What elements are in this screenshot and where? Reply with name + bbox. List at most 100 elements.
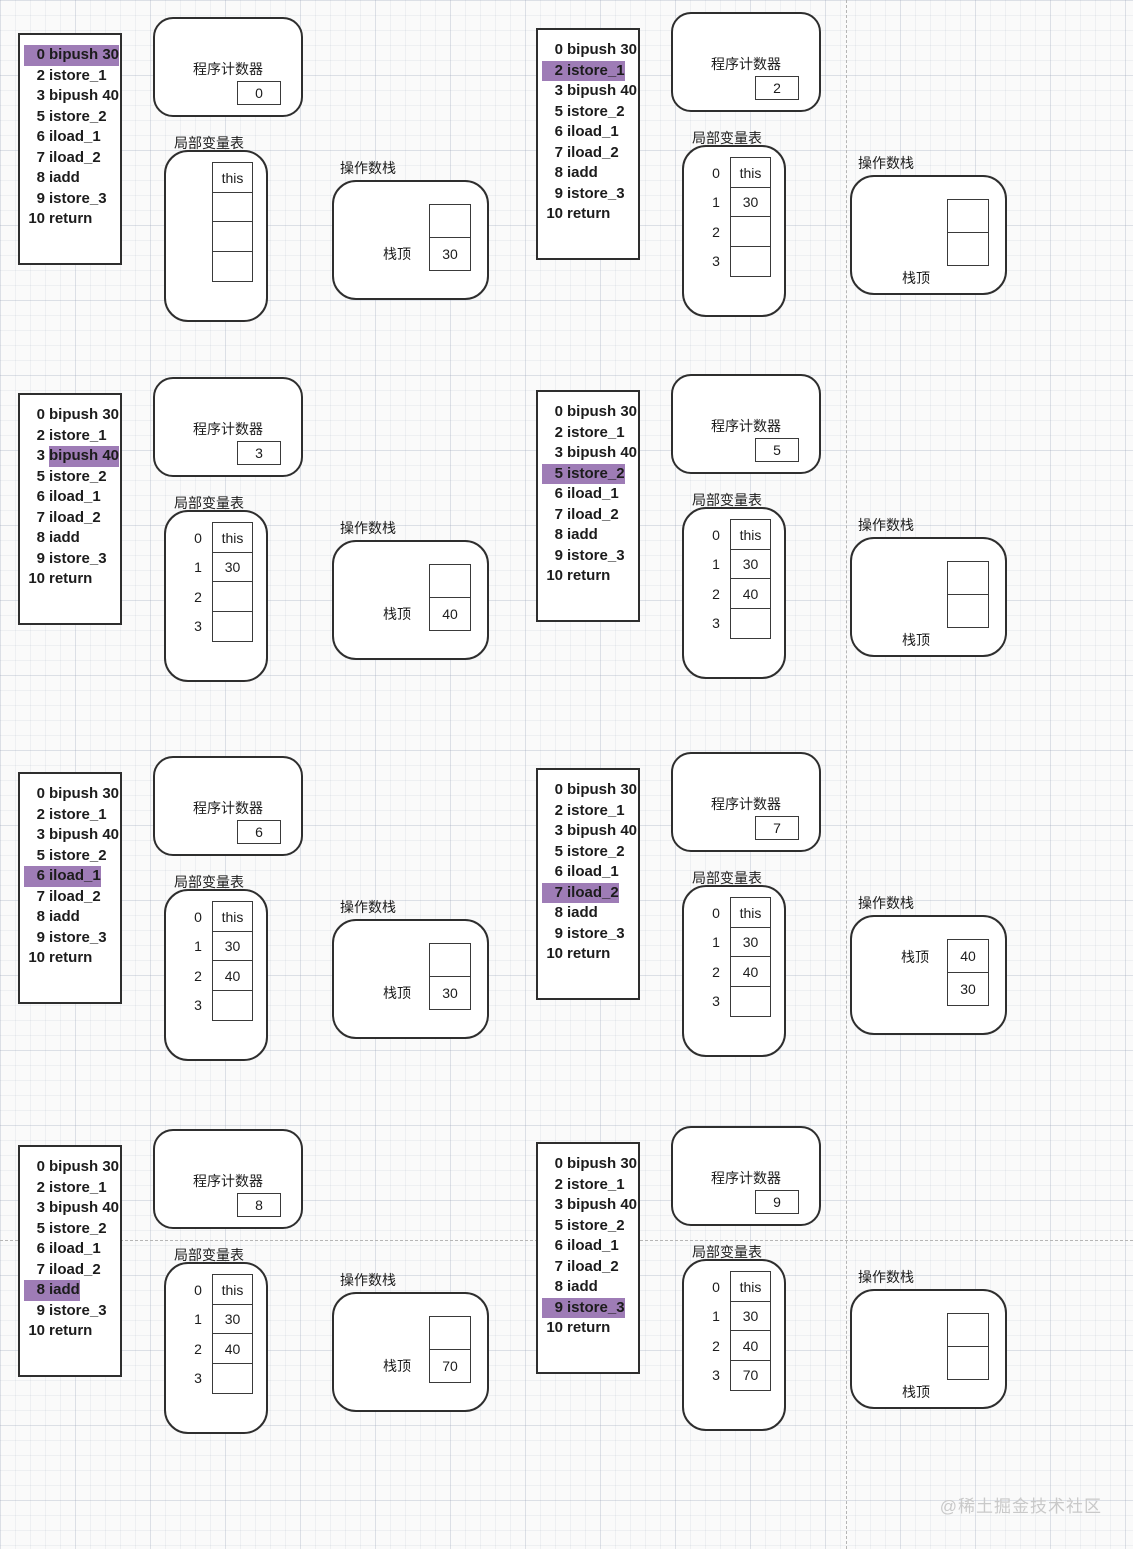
- bytecode-instruction: iload_1: [567, 863, 619, 880]
- bytecode-offset: 9: [36, 549, 45, 567]
- bytecode-offset: 2: [36, 426, 45, 444]
- bytecode-instruction: iload_2: [567, 143, 619, 161]
- stack-cell-bottom: [947, 231, 989, 266]
- lv-slot-value: this: [212, 901, 253, 932]
- operand-stack-label: 操作数栈: [340, 1272, 396, 1288]
- lv-slot-index: 1: [194, 1311, 202, 1327]
- stack-cell-top: [429, 204, 471, 238]
- bytecode-instruction: bipush 40: [567, 1196, 638, 1213]
- lv-slot-index: 0: [194, 908, 202, 925]
- program-counter-value: 5: [755, 438, 799, 462]
- bytecode-instruction: istore_1: [567, 801, 625, 819]
- local-variable-row: 2: [702, 216, 771, 247]
- bytecode-instruction: iload_1: [567, 1237, 619, 1254]
- bytecode-offset: 2: [554, 61, 563, 79]
- bytecode-offset: 8: [554, 164, 563, 181]
- bytecode-offset: 5: [36, 467, 45, 485]
- lv-slot-index: 2: [712, 963, 720, 980]
- lv-slot-index: 2: [194, 1340, 202, 1357]
- operand-stack-label: 操作数栈: [858, 155, 914, 171]
- bytecode-instruction: iadd: [49, 529, 80, 546]
- program-counter-label: 程序计数器: [711, 1170, 781, 1186]
- bytecode-instruction: istore_1: [49, 1178, 107, 1196]
- bytecode-offset: 7: [554, 1257, 563, 1275]
- lv-slot-index: 3: [712, 253, 720, 269]
- operand-stack: 40 30 栈顶: [850, 915, 1007, 1035]
- program-counter-label: 程序计数器: [193, 800, 263, 816]
- bytecode-offset: 7: [36, 1260, 45, 1278]
- bytecode-offset: 2: [36, 66, 45, 84]
- bytecode-offset: 0: [36, 1158, 45, 1175]
- lv-slot-index: 3: [712, 615, 720, 631]
- operand-stack: 30 栈顶: [332, 919, 489, 1039]
- stack-cell-bottom: [947, 593, 989, 628]
- lv-slot-index: 2: [194, 967, 202, 984]
- local-variable-rows: 0this123: [184, 162, 253, 282]
- bytecode-instruction: bipush 30: [49, 1158, 120, 1175]
- lv-slot-value: this: [730, 519, 771, 550]
- stack-top-label: 栈顶: [383, 1358, 411, 1374]
- bytecode-instruction: return: [49, 210, 93, 227]
- stack-top-label: 栈顶: [383, 606, 411, 622]
- local-variable-row: 0 this: [184, 901, 253, 932]
- operand-stack: 栈顶: [850, 537, 1007, 657]
- bytecode-instruction: istore_1: [49, 426, 107, 444]
- lv-slot-index: 3: [712, 993, 720, 1009]
- bytecode-instruction: bipush 40: [49, 1199, 120, 1216]
- lv-slot-value: this: [212, 522, 253, 553]
- stack-cell-top: [429, 564, 471, 598]
- bytecode-instruction: bipush 40: [49, 826, 120, 843]
- bytecode-offset: 9: [554, 1298, 563, 1316]
- stack-cell-top: [429, 1316, 471, 1350]
- bytecode-instruction: iadd: [567, 526, 598, 543]
- lv-slot-value: [212, 221, 253, 252]
- bytecode-offset: 9: [36, 1301, 45, 1319]
- bytecode-offset: 5: [36, 107, 45, 125]
- stack-cells: [947, 1313, 989, 1380]
- lv-slot-value: 30: [212, 930, 253, 962]
- stack-cells: 70: [429, 1316, 471, 1383]
- program-counter-label: 程序计数器: [711, 796, 781, 812]
- lv-slot-index: 0: [712, 164, 720, 181]
- lv-slot-index: 0: [194, 529, 202, 546]
- bytecode-offset: 9: [36, 928, 45, 946]
- bytecode-instruction: istore_2: [567, 102, 625, 120]
- bytecode-instruction: bipush 30: [567, 403, 638, 420]
- bytecode-offset: 10: [546, 567, 563, 584]
- program-counter-value: 6: [237, 820, 281, 844]
- bytecode-instruction: istore_1: [567, 423, 625, 441]
- lv-slot-value: [730, 245, 771, 277]
- local-variable-table: 0this123: [164, 150, 268, 322]
- lv-slot-value: 30: [730, 186, 771, 218]
- lv-slot-index: 3: [194, 997, 202, 1013]
- lv-slot-value: [212, 989, 253, 1021]
- local-variable-table-label: 局部变量表: [692, 130, 762, 146]
- stack-cells: [947, 199, 989, 266]
- program-counter-box: 程序计数器 3: [153, 377, 303, 477]
- bytecode-instruction: bipush 30: [49, 406, 120, 423]
